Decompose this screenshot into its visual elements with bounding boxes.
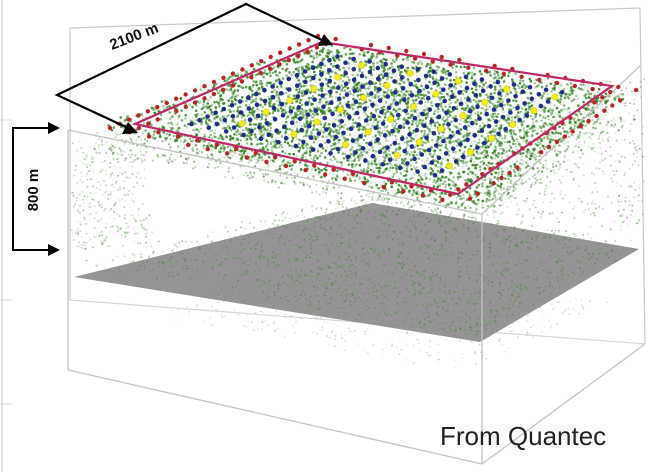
horizon-plane xyxy=(74,203,639,342)
model-box-front-edges xyxy=(67,65,646,465)
depth-dimension-label: 800 m xyxy=(25,169,42,212)
image-credit: From Quantec xyxy=(440,421,607,451)
survey-area-outline xyxy=(131,40,615,196)
depth-dimension-arrow xyxy=(12,122,60,256)
left-edge-panel xyxy=(0,0,12,472)
width-dimension-arrow xyxy=(54,2,333,134)
surface-receiver-grid xyxy=(107,33,639,202)
